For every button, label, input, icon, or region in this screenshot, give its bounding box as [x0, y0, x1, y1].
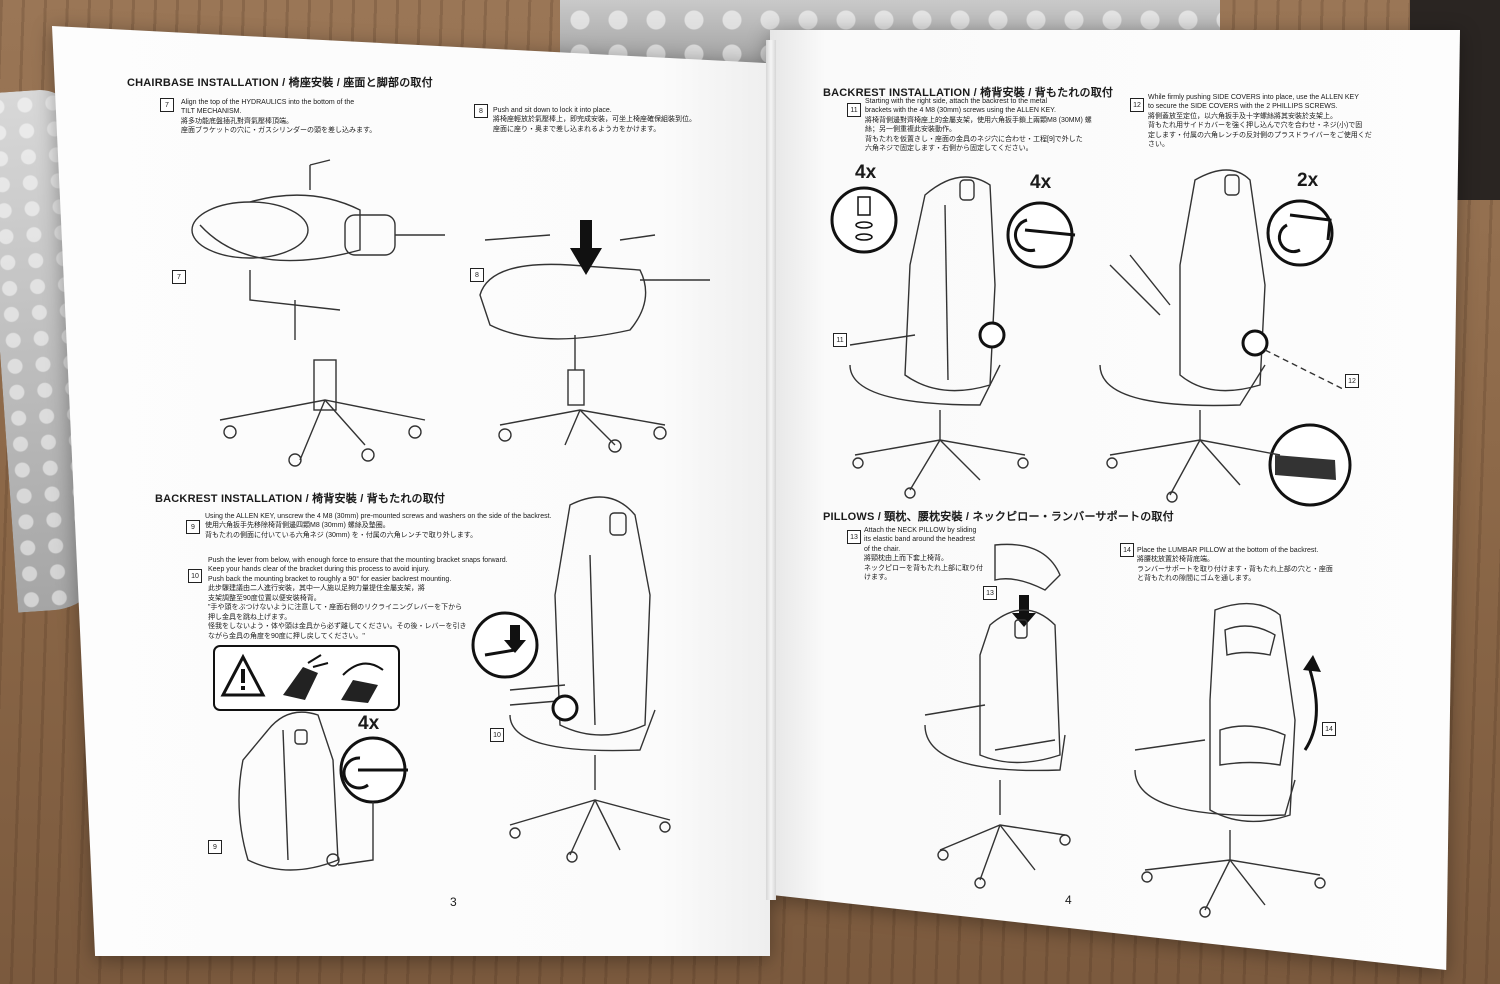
- step-12-text: While firmly pushing SIDE COVERS into pl…: [1148, 94, 1372, 149]
- step-13-label: 13: [983, 586, 997, 600]
- step-11-label: 11: [833, 333, 847, 347]
- page-right: [770, 30, 1460, 970]
- chair-illustration-13: [924, 543, 1071, 889]
- step-7-number: 7: [160, 98, 174, 112]
- booklet-spine: [766, 40, 776, 900]
- page-number-3: 3: [450, 895, 457, 909]
- allen-key-icon: [1024, 228, 1076, 237]
- chairbase-heading: CHAIRBASE INSTALLATION / 椅座安裝 / 座面と脚部の取付: [127, 77, 433, 89]
- chair-illustration-14: [1134, 602, 1326, 918]
- quantity-4x-screws: 4x: [855, 162, 877, 183]
- chair-illustration-12: [1099, 169, 1352, 507]
- step-9-label: 9: [208, 840, 222, 854]
- chair-illustration-11: [830, 176, 1076, 499]
- chair-base-illustration-8: [479, 220, 710, 453]
- quantity-2x: 2x: [1297, 170, 1319, 191]
- page-number-4: 4: [1065, 893, 1072, 907]
- arrow-down-icon: [570, 220, 602, 275]
- step-11-text: Starting with the right side, attach the…: [865, 98, 1092, 153]
- step-13-number: 13: [847, 530, 861, 544]
- step-10-text: Push the lever from below, with enough f…: [208, 557, 508, 640]
- step-13-text: Attach the NECK PILLOW by sliding its el…: [864, 527, 983, 582]
- step-14-label: 14: [1322, 722, 1336, 736]
- step-7-text: Align the top of the HYDRAULICS into the…: [181, 99, 377, 135]
- arrow-down-icon: [1012, 595, 1036, 627]
- step-8-label: 8: [470, 268, 484, 282]
- warning-box: [213, 645, 400, 711]
- page-left: [52, 26, 770, 956]
- warning-icon: [220, 653, 266, 697]
- step-8-number: 8: [474, 104, 488, 118]
- quantity-4x-page3: 4x: [358, 713, 380, 734]
- step-9-number: 9: [186, 520, 200, 534]
- step-11-number: 11: [847, 103, 861, 117]
- step-10-number: 10: [188, 569, 202, 583]
- step-8-text: Push and sit down to lock it into place.…: [493, 107, 696, 133]
- step-14-text: Place the LUMBAR PILLOW at the bottom of…: [1137, 547, 1333, 583]
- step-12-number: 12: [1130, 98, 1144, 112]
- backrest-illustration-9: [238, 711, 408, 871]
- hand-lever-icon: [283, 654, 384, 703]
- backrest-heading-page4: BACKREST INSTALLATION / 椅背安裝 / 背もたれの取付: [823, 87, 1114, 99]
- step-7-label: 7: [172, 270, 186, 284]
- chair-illustration-10: [471, 496, 671, 863]
- quantity-4x-allen: 4x: [1030, 172, 1052, 193]
- pillows-heading: PILLOWS / 頸枕、腰枕安裝 / ネックピロー・ランバーサポートの取付: [823, 511, 1174, 523]
- step-9-text: Using the ALLEN KEY, unscrew the 4 M8 (3…: [205, 513, 552, 539]
- step-14-number: 14: [1120, 543, 1134, 557]
- backrest-heading-page3: BACKREST INSTALLATION / 椅背安裝 / 背もたれの取付: [155, 493, 446, 505]
- screw-icon: [855, 196, 873, 241]
- arrow-up-icon: [504, 625, 526, 653]
- step-12-label: 12: [1345, 374, 1359, 388]
- step-10-label: 10: [490, 728, 504, 742]
- arrow-up-icon: [1303, 655, 1321, 672]
- chair-base-illustration-7: [191, 159, 445, 467]
